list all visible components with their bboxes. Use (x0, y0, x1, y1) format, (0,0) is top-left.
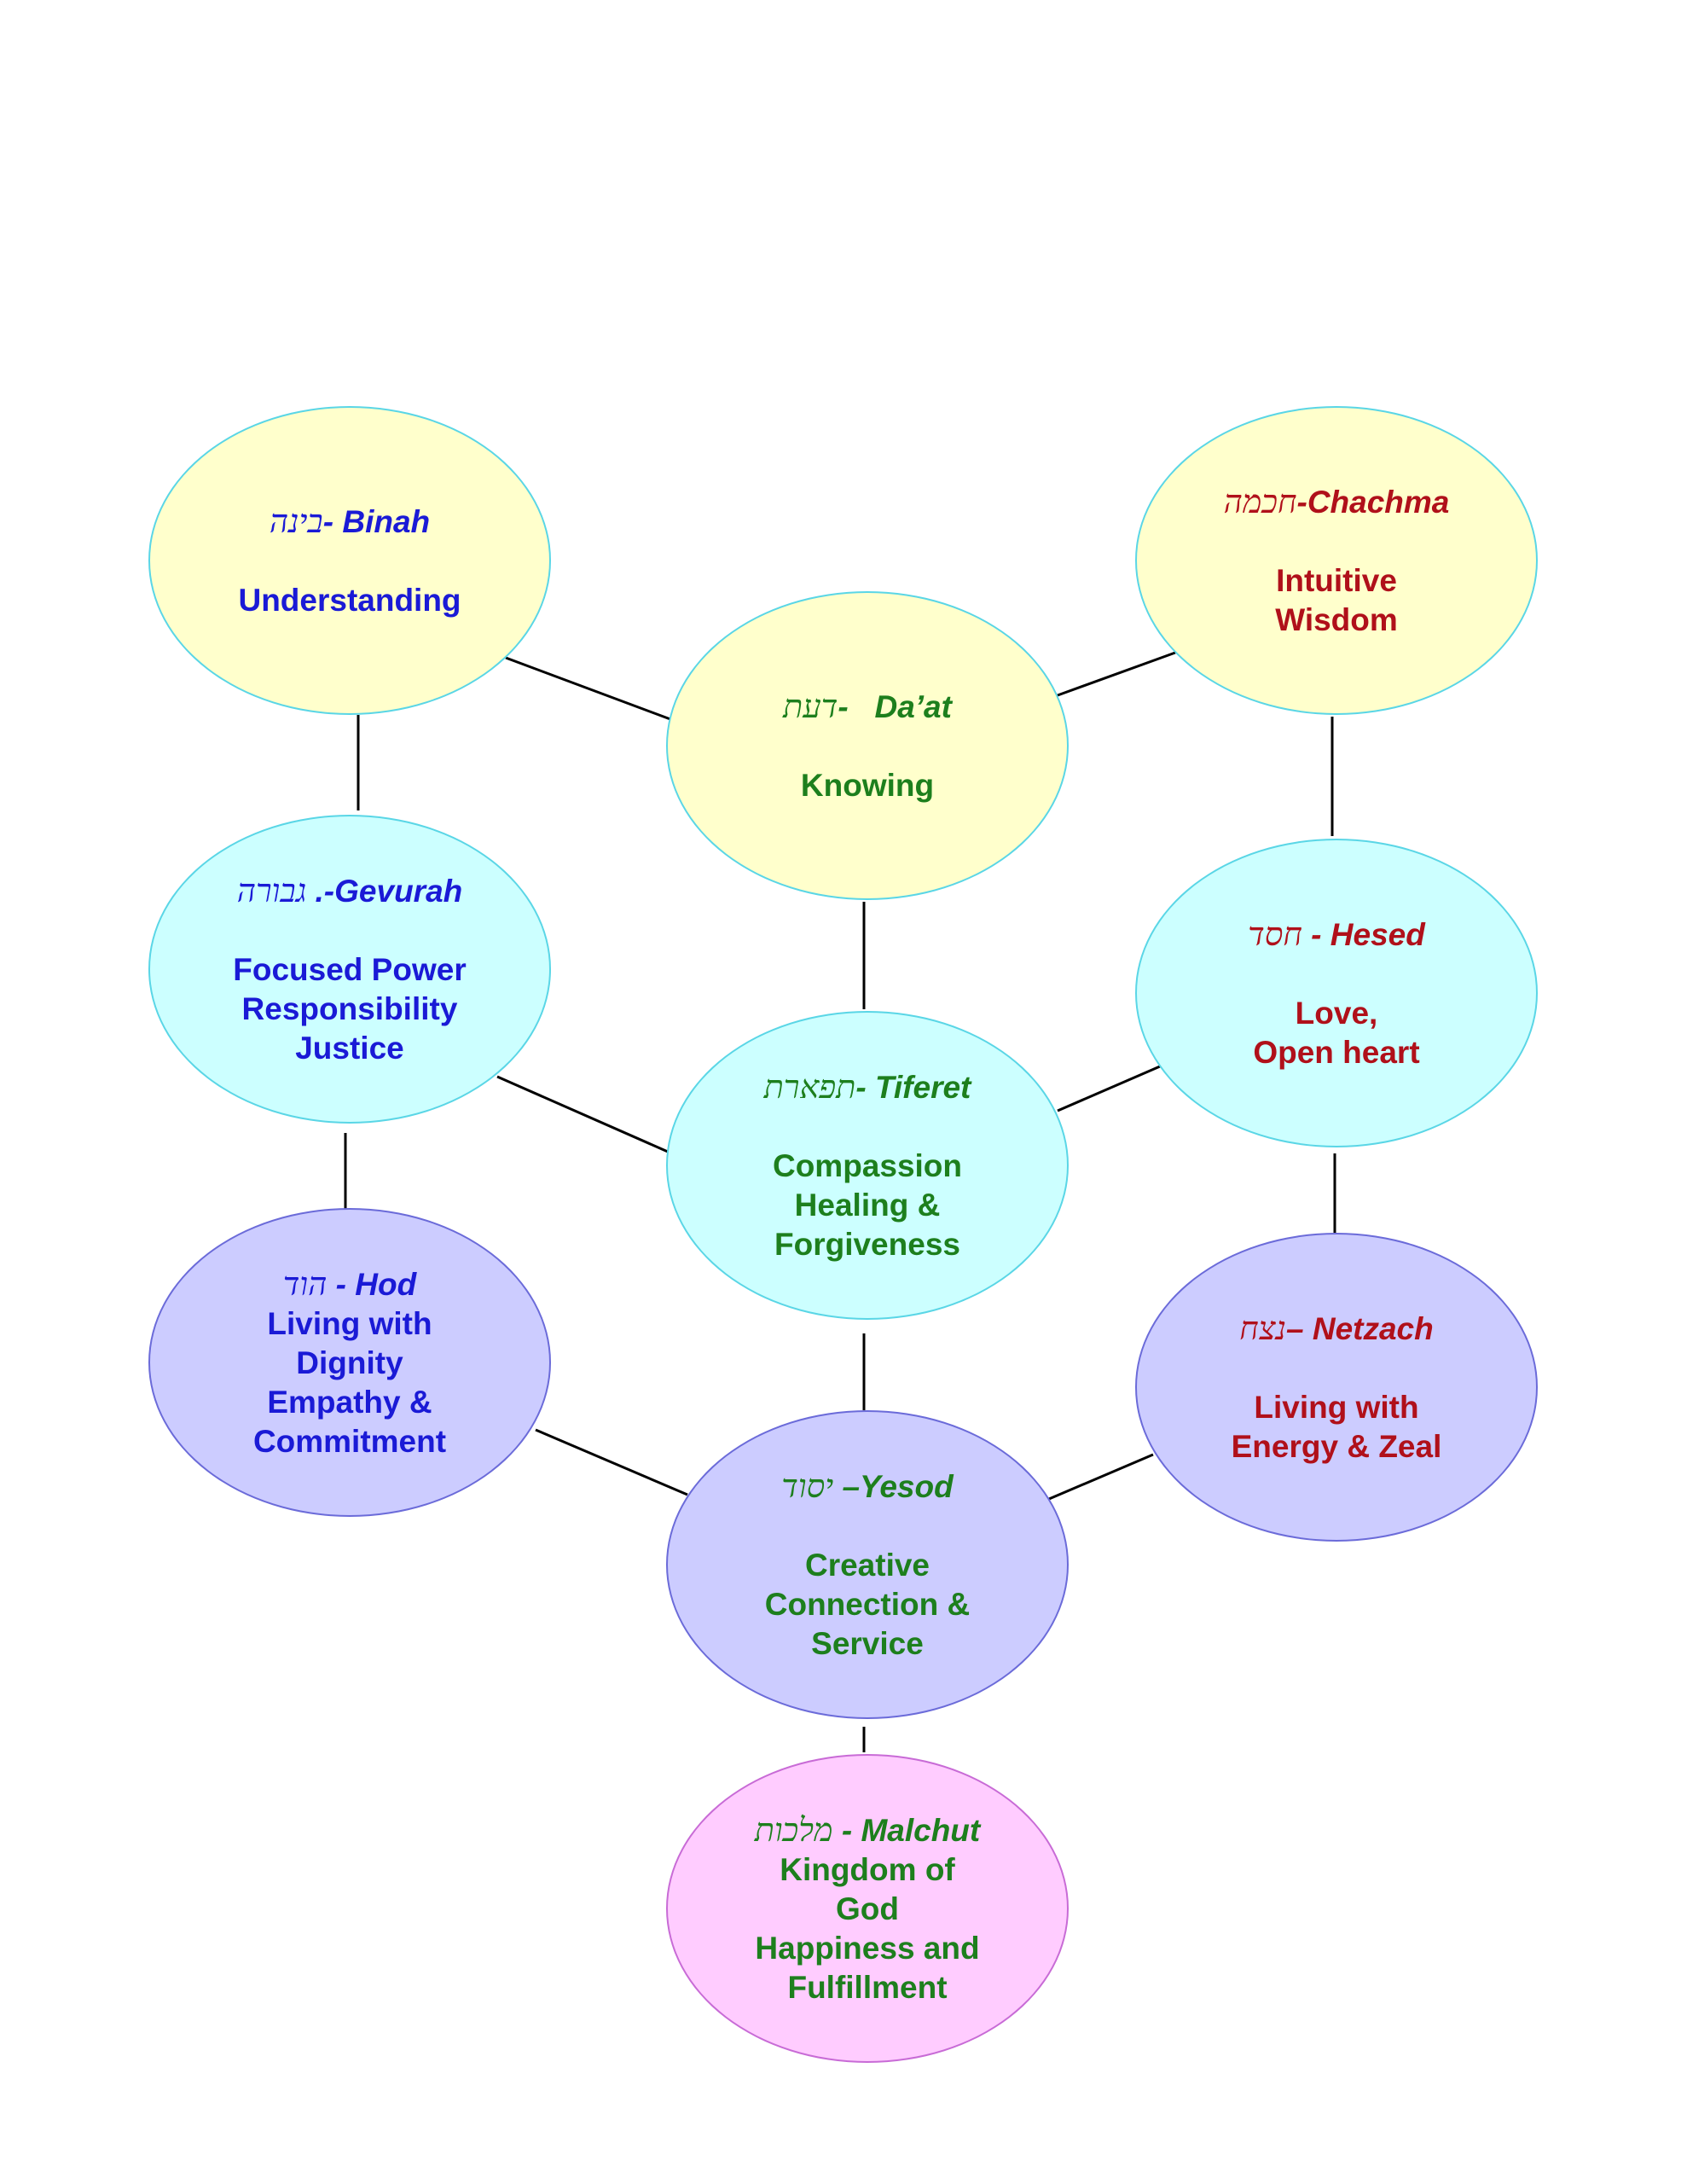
daat-name: Da’at (874, 688, 952, 724)
malchut-name: Malchut (861, 1812, 981, 1848)
hod-separator: - (327, 1266, 356, 1302)
malchut-description: Kingdom of God Happiness and Fulfillment (755, 1851, 980, 2005)
malchut-separator: - (832, 1812, 861, 1848)
sefirah-hesed: חסד - Hesed Love, Open heart (1135, 839, 1538, 1147)
tiferet-description: Compassion Healing & Forgiveness (772, 1147, 963, 1262)
sefirah-hod: הוד - Hod Living with Dignity Empathy & … (148, 1208, 551, 1517)
binah-hebrew: בינה (269, 502, 323, 540)
daat-separator: - (838, 688, 875, 724)
chachma-hebrew: חכמה (1223, 482, 1297, 520)
yesod-separator: – (833, 1468, 861, 1504)
netzach-description: Living with Energy & Zeal (1231, 1389, 1442, 1464)
hod-description: Living with Dignity Empathy & Commitment (252, 1305, 447, 1459)
gevurah-name: Gevurah (334, 873, 463, 909)
tiferet-title: תפארת- Tiferet (764, 1067, 971, 1107)
yesod-name: Yesod (860, 1468, 954, 1504)
hesed-name: Hesed (1330, 916, 1425, 952)
netzach-hebrew: נצח (1239, 1309, 1286, 1347)
hesed-hebrew: חסד (1248, 915, 1302, 953)
hesed-title: חסד - Hesed (1248, 915, 1425, 955)
sefirah-daat: דעת- Da’at Knowing (666, 591, 1069, 900)
netzach-separator: – (1286, 1310, 1313, 1346)
hesed-description: Love, Open heart (1253, 995, 1420, 1070)
hod-name: Hod (355, 1266, 417, 1302)
gevurah-separator: .- (306, 873, 335, 909)
tiferet-name: Tiferet (874, 1069, 971, 1105)
connector-hod-yesod (535, 1428, 688, 1496)
hesed-separator: - (1301, 916, 1330, 952)
malchut-hebrew: מלכות (754, 1810, 833, 1849)
sefirah-malchut: מלכות - Malchut Kingdom of God Happiness… (666, 1754, 1069, 2063)
binah-name: Binah (342, 503, 431, 539)
binah-title: בינה- Binah (270, 502, 430, 542)
yesod-hebrew: יסוד (781, 1467, 834, 1505)
sefirah-chachma: חכמה-Chachma Intuitive Wisdom (1135, 406, 1538, 715)
netzach-name: Netzach (1312, 1310, 1434, 1346)
binah-separator: - (322, 503, 343, 539)
sefirah-tiferet: תפארת- Tiferet Compassion Healing & Forg… (666, 1011, 1069, 1320)
chachma-name: Chachma (1307, 484, 1450, 520)
tiferet-separator: - (855, 1069, 875, 1105)
chachma-separator: - (1296, 484, 1307, 520)
daat-hebrew: דעת (783, 687, 838, 725)
sefirah-gevurah: גבורה .-Gevurah Focused Power Responsibi… (148, 815, 551, 1124)
connector-gevurah-tiferet (496, 1075, 669, 1153)
chachma-title: חכמה-Chachma (1224, 482, 1450, 522)
hod-title: הוד - Hod (283, 1264, 416, 1304)
malchut-title: מלכות - Malchut (755, 1810, 980, 1850)
connector-netzach-yesod (1048, 1453, 1154, 1501)
connector-chachma-daat (1057, 651, 1176, 697)
gevurah-title: גבורה .-Gevurah (237, 871, 463, 911)
chachma-description: Intuitive Wisdom (1275, 562, 1398, 637)
tiferet-hebrew: תפארת (763, 1067, 856, 1106)
gevurah-description: Focused Power Responsibility Justice (233, 951, 467, 1066)
connector-hesed-tiferet (1057, 1065, 1161, 1112)
yesod-title: יסוד –Yesod (781, 1467, 953, 1507)
daat-title: דעת- Da’at (783, 687, 952, 727)
binah-description: Understanding (238, 582, 461, 618)
sefirah-binah: בינה- Binah Understanding (148, 406, 551, 715)
gevurah-hebrew: גבורה (236, 871, 307, 909)
sefirah-yesod: יסוד –Yesod Creative Connection & Servic… (666, 1410, 1069, 1719)
daat-description: Knowing (800, 767, 935, 803)
netzach-title: נצח– Netzach (1239, 1309, 1434, 1349)
yesod-description: Creative Connection & Service (764, 1547, 971, 1661)
sefirah-netzach: נצח– Netzach Living with Energy & Zeal (1135, 1233, 1538, 1542)
connector-binah-daat (505, 656, 671, 721)
hod-hebrew: הוד (282, 1264, 328, 1303)
